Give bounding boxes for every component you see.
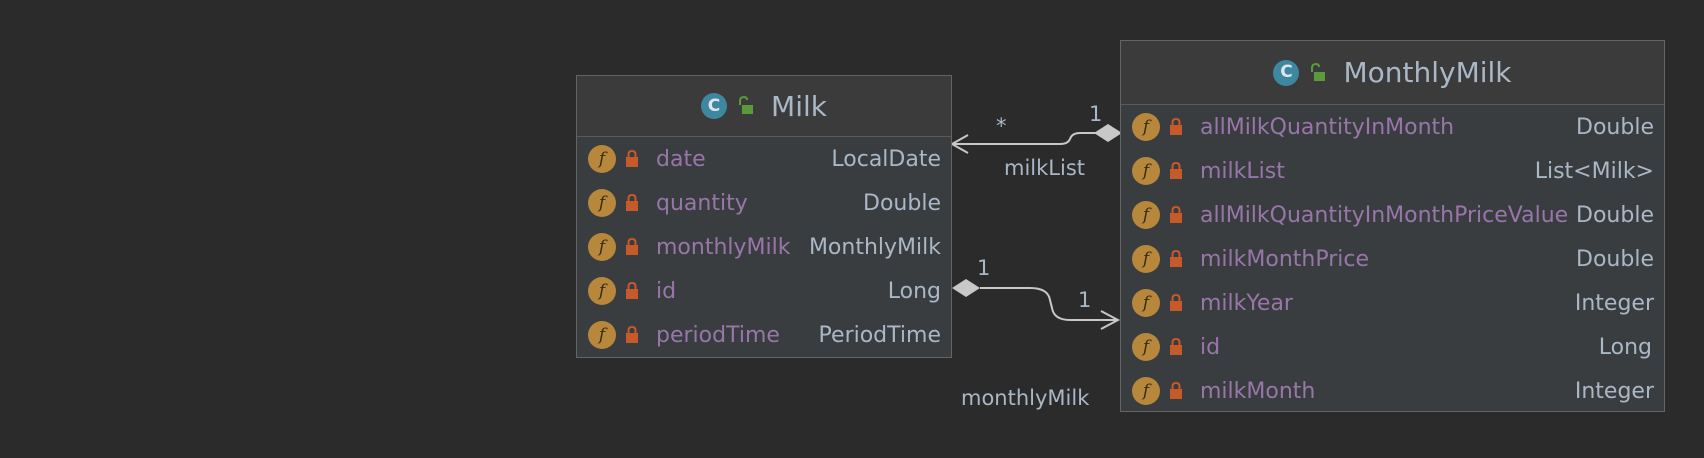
monthlymilk-source-multiplicity: 1 <box>977 256 991 280</box>
field-icon: f <box>1132 245 1160 273</box>
field-type: Double <box>1576 114 1654 140</box>
monthlymilk-class-header: C MonthlyMilk <box>1121 41 1664 105</box>
lock-icon <box>1170 162 1182 179</box>
field-name: allMilkQuantityInMonthPriceValue <box>1200 202 1569 228</box>
lock-icon <box>626 238 638 255</box>
class-title: MonthlyMilk <box>1343 56 1512 89</box>
lock-icon <box>626 150 638 167</box>
field-list: f allMilkQuantityInMonth Double f milkLi… <box>1121 105 1664 413</box>
field-row[interactable]: f date LocalDate <box>577 137 951 181</box>
monthlymilk-class-node[interactable]: C MonthlyMilk f allMilkQuantityInMonth D… <box>1120 40 1665 412</box>
field-type: Integer <box>1574 378 1654 404</box>
composition-diamond <box>952 279 980 297</box>
field-icon: f <box>1132 113 1160 141</box>
field-name: milkList <box>1200 158 1285 184</box>
milk-class-header: C Milk <box>577 76 951 137</box>
field-icon: f <box>1132 377 1160 405</box>
field-type: LocalDate <box>831 146 941 172</box>
class-title: Milk <box>771 89 827 123</box>
field-name: allMilkQuantityInMonth <box>1200 114 1455 140</box>
unlocked-icon <box>1311 62 1326 81</box>
lock-icon <box>1170 294 1182 311</box>
lock-icon <box>626 326 638 343</box>
field-row[interactable]: f milkMonth Integer <box>1121 369 1664 413</box>
lock-icon <box>1170 338 1182 355</box>
lock-icon <box>1170 250 1182 267</box>
milklist-source-multiplicity: * <box>996 114 1007 138</box>
field-icon: f <box>1132 289 1160 317</box>
field-row[interactable]: f periodTime PeriodTime <box>577 313 951 357</box>
milklist-role-label: milkList <box>1004 156 1085 180</box>
field-icon: f <box>588 145 616 173</box>
monthlymilk-role-label: monthlyMilk <box>961 386 1090 410</box>
field-row[interactable]: f allMilkQuantityInMonth Double <box>1121 105 1664 149</box>
field-name: date <box>656 146 706 172</box>
field-icon: f <box>1132 201 1160 229</box>
open-arrowhead <box>1100 310 1121 330</box>
lock-icon <box>1170 382 1182 399</box>
field-icon: f <box>588 233 616 261</box>
monthlymilk-target-multiplicity: 1 <box>1078 288 1092 312</box>
field-icon: f <box>1132 333 1160 361</box>
field-row[interactable]: f milkMonthPrice Double <box>1121 237 1664 281</box>
open-arrowhead <box>949 134 969 154</box>
monthlymilk-edge[interactable] <box>952 279 1121 330</box>
field-type: Integer <box>1574 290 1654 316</box>
milk-class-node[interactable]: C Milk f date LocalDate f quantity Doubl… <box>576 75 952 358</box>
field-name: milkMonth <box>1200 378 1316 404</box>
milklist-edge[interactable] <box>949 124 1122 154</box>
field-type: Double <box>863 190 941 216</box>
field-type: Long <box>1598 334 1652 360</box>
field-list: f date LocalDate f quantity Double f mon… <box>577 137 951 357</box>
milklist-target-multiplicity: 1 <box>1089 102 1103 126</box>
composition-diamond <box>1094 124 1122 142</box>
field-type: Double <box>1576 246 1654 272</box>
lock-icon <box>1170 206 1182 223</box>
field-icon: f <box>588 277 616 305</box>
field-row[interactable]: f monthlyMilk MonthlyMilk <box>577 225 951 269</box>
field-name: milkMonthPrice <box>1200 246 1370 272</box>
field-name: milkYear <box>1200 290 1293 316</box>
lock-icon <box>1170 118 1182 135</box>
field-icon: f <box>588 189 616 217</box>
field-row[interactable]: f milkList List<Milk> <box>1121 149 1664 193</box>
field-name: monthlyMilk <box>656 234 791 260</box>
class-icon: C <box>1273 59 1300 86</box>
field-name: id <box>656 278 677 304</box>
field-row[interactable]: f quantity Double <box>577 181 951 225</box>
field-row[interactable]: f id Long <box>577 269 951 313</box>
class-icon: C <box>701 93 728 119</box>
lock-icon <box>626 282 638 299</box>
field-row[interactable]: f milkYear Integer <box>1121 281 1664 325</box>
unlocked-icon <box>739 96 754 114</box>
field-row[interactable]: f id Long <box>1121 325 1664 369</box>
field-type: Double <box>1576 202 1654 228</box>
field-name: id <box>1200 334 1221 360</box>
field-type: Long <box>887 278 941 304</box>
field-icon: f <box>1132 157 1160 185</box>
field-name: periodTime <box>656 322 780 348</box>
field-icon: f <box>588 321 616 349</box>
lock-icon <box>626 194 638 211</box>
field-name: quantity <box>656 190 748 216</box>
field-type: List<Milk> <box>1534 158 1654 184</box>
field-row[interactable]: f allMilkQuantityInMonthPriceValue Doubl… <box>1121 193 1664 237</box>
field-type: MonthlyMilk <box>808 234 941 260</box>
field-type: PeriodTime <box>818 322 941 348</box>
